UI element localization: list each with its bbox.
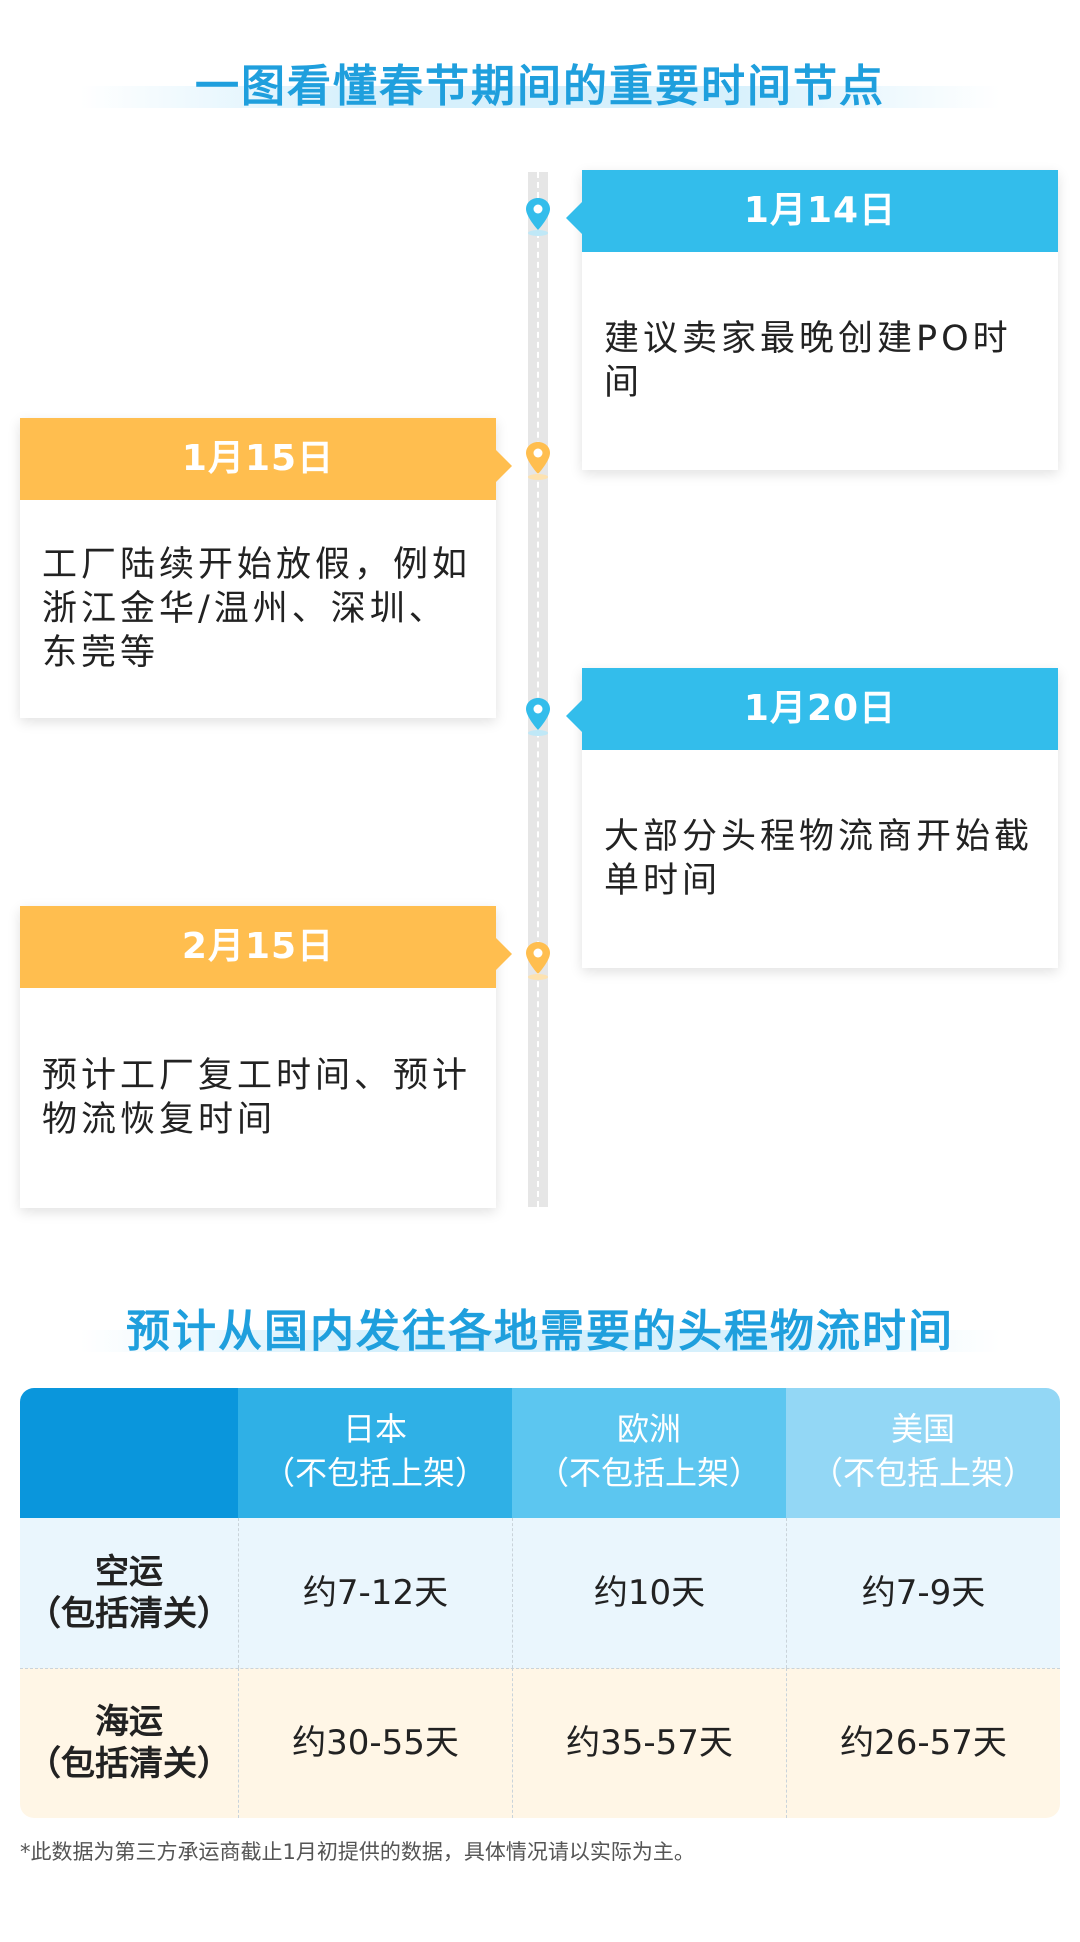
- table-cell: 约30-55天: [238, 1668, 512, 1818]
- location-pin-icon: [526, 442, 550, 480]
- timeline-event-card: 2月15日 预计工厂复工时间、预计物流恢复时间: [20, 906, 512, 1208]
- logistics-time-table: 日本 （不包括上架） 欧洲 （不包括上架） 美国 （不包括上架） 空运 （包括清…: [20, 1388, 1060, 1818]
- row-label-cell: 空运 （包括清关）: [20, 1518, 238, 1668]
- event-description: 预计工厂复工时间、预计物流恢复时间: [42, 1056, 472, 1140]
- table-cell: 约35-57天: [512, 1668, 786, 1818]
- event-date: 1月15日: [20, 418, 512, 500]
- event-description: 大部分头程物流商开始截单时间: [604, 817, 1034, 901]
- title-underline-glow: [80, 1330, 1000, 1352]
- row-label: 空运: [95, 1552, 163, 1592]
- event-description: 建议卖家最晚创建PO时间: [604, 319, 1012, 403]
- header-cell-usa: 美国 （不包括上架）: [786, 1388, 1060, 1536]
- column-note: （不包括上架）: [810, 1454, 1035, 1492]
- column-name: 欧洲: [616, 1410, 681, 1448]
- timeline-section-title: 一图看懂春节期间的重要时间节点: [195, 61, 885, 112]
- timeline-event-card: 1月15日 工厂陆续开始放假，例如浙江金华/温州、深圳、东莞等: [20, 418, 512, 718]
- title-underline-glow: [80, 86, 1000, 108]
- table-row: 海运 （包括清关） 约30-55天 约35-57天 约26-57天: [20, 1668, 1060, 1818]
- table-header: 日本 （不包括上架） 欧洲 （不包括上架） 美国 （不包括上架）: [20, 1388, 1060, 1536]
- row-note: （包括清关）: [27, 1594, 231, 1634]
- event-description: 工厂陆续开始放假，例如浙江金华/温州、深圳、东莞等: [42, 545, 472, 673]
- timeline-event-card: 1月14日 建议卖家最晚创建PO时间: [566, 170, 1058, 470]
- footnote: *此数据为第三方承运商截止1月初提供的数据，具体情况请以实际为主。: [20, 1840, 695, 1864]
- location-pin-icon: [526, 198, 550, 236]
- header-cell-europe: 欧洲 （不包括上架）: [512, 1388, 786, 1536]
- row-label-cell: 海运 （包括清关）: [20, 1668, 238, 1818]
- logistics-section-title: 预计从国内发往各地需要的头程物流时间: [126, 1306, 954, 1357]
- timeline-track: [528, 172, 548, 1207]
- header-corner-cell: [20, 1388, 238, 1518]
- column-note: （不包括上架）: [536, 1454, 761, 1492]
- header-cell-japan: 日本 （不包括上架）: [238, 1388, 512, 1536]
- location-pin-icon: [526, 942, 550, 980]
- table-row: 空运 （包括清关） 约7-12天 约10天 约7-9天: [20, 1518, 1060, 1668]
- column-name: 日本: [342, 1410, 407, 1448]
- event-date: 1月14日: [566, 170, 1058, 252]
- row-divider: [20, 1668, 1060, 1669]
- table-cell: 约7-9天: [786, 1518, 1060, 1668]
- event-date: 2月15日: [20, 906, 512, 988]
- table-cell: 约10天: [512, 1518, 786, 1668]
- table-cell: 约26-57天: [786, 1668, 1060, 1818]
- column-name: 美国: [890, 1410, 955, 1448]
- event-date: 1月20日: [566, 668, 1058, 750]
- column-note: （不包括上架）: [262, 1454, 487, 1492]
- row-label: 海运: [95, 1702, 163, 1742]
- table-cell: 约7-12天: [238, 1518, 512, 1668]
- row-note: （包括清关）: [27, 1744, 231, 1784]
- location-pin-icon: [526, 698, 550, 736]
- timeline-event-card: 1月20日 大部分头程物流商开始截单时间: [566, 668, 1058, 968]
